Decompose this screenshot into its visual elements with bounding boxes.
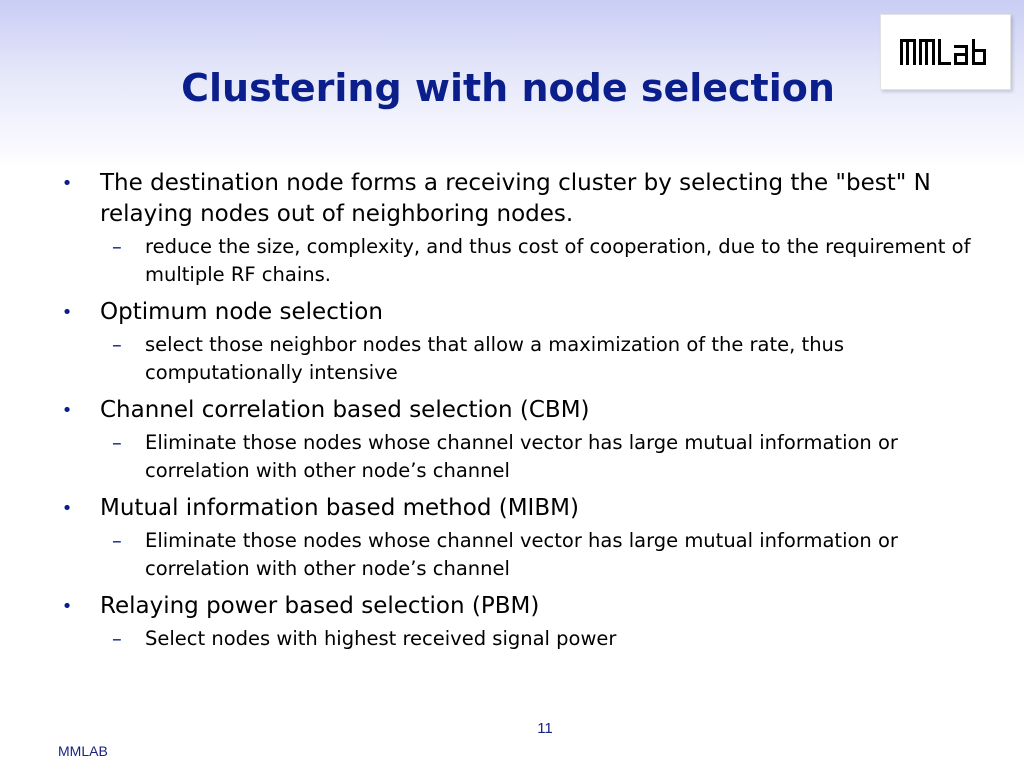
bullet-item: • Optimum node selection bbox=[60, 297, 990, 328]
footer-label: MMLAB bbox=[58, 743, 108, 759]
mmlab-logo bbox=[880, 14, 1011, 90]
bullet-marker: • bbox=[61, 596, 73, 617]
bullet-item: • Mutual information based method (MIBM) bbox=[60, 493, 990, 524]
bullet-text: Channel correlation based selection (CBM… bbox=[100, 397, 590, 423]
sub-bullet-marker: – bbox=[112, 235, 122, 258]
header-gradient bbox=[0, 0, 1024, 170]
bullet-text: Optimum node selection bbox=[100, 299, 383, 325]
sub-bullet-text: select those neighbor nodes that allow a… bbox=[145, 333, 845, 384]
bullet-item: • Channel correlation based selection (C… bbox=[60, 395, 990, 426]
sub-bullet-item: – reduce the size, complexity, and thus … bbox=[60, 233, 990, 289]
sub-bullet-text: Eliminate those nodes whose channel vect… bbox=[145, 431, 898, 482]
bullet-text: Mutual information based method (MIBM) bbox=[100, 495, 579, 521]
page-number: 11 bbox=[537, 720, 553, 737]
bullet-marker: • bbox=[61, 400, 73, 421]
sub-bullet-text: Eliminate those nodes whose channel vect… bbox=[145, 529, 898, 580]
bullet-text: The destination node forms a receiving c… bbox=[100, 170, 931, 227]
bullet-text: Relaying power based selection (PBM) bbox=[100, 593, 540, 619]
bullet-item: • The destination node forms a receiving… bbox=[60, 168, 990, 230]
sub-bullet-marker: – bbox=[112, 529, 122, 552]
bullet-list: • The destination node forms a receiving… bbox=[60, 168, 990, 661]
sub-bullet-text: reduce the size, complexity, and thus co… bbox=[145, 235, 971, 286]
sub-bullet-marker: – bbox=[112, 333, 122, 356]
sub-bullet-marker: – bbox=[112, 627, 122, 650]
sub-bullet-item: – Eliminate those nodes whose channel ve… bbox=[60, 429, 990, 485]
bullet-marker: • bbox=[61, 173, 73, 194]
sub-bullet-marker: – bbox=[112, 431, 122, 454]
mmlab-logo-icon bbox=[900, 39, 986, 65]
bullet-item: • Relaying power based selection (PBM) bbox=[60, 591, 990, 622]
bullet-marker: • bbox=[61, 302, 73, 323]
bullet-marker: • bbox=[61, 498, 73, 519]
sub-bullet-item: – Eliminate those nodes whose channel ve… bbox=[60, 527, 990, 583]
sub-bullet-item: – select those neighbor nodes that allow… bbox=[60, 331, 990, 387]
sub-bullet-text: Select nodes with highest received signa… bbox=[145, 627, 617, 650]
slide-title: Clustering with node selection bbox=[181, 66, 835, 110]
sub-bullet-item: – Select nodes with highest received sig… bbox=[60, 625, 990, 653]
